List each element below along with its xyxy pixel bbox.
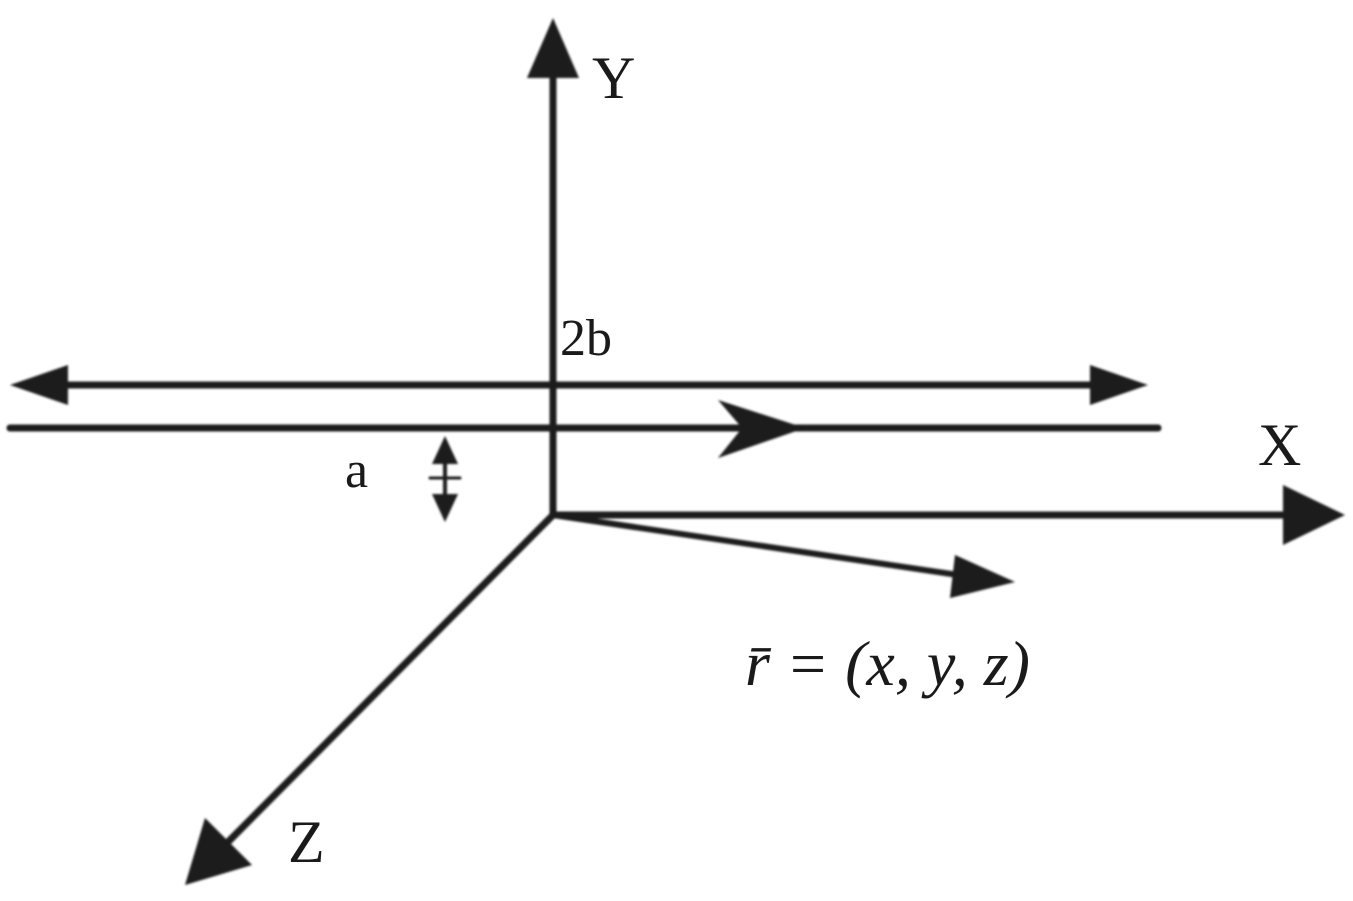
- x-axis-label: X: [1258, 412, 1301, 478]
- offset-arrow-up-head: [432, 436, 458, 464]
- separation-label: 2b: [560, 310, 612, 367]
- position-vector-line: [550, 512, 968, 579]
- z-axis-label: Z: [288, 809, 325, 875]
- x-axis-arrowhead: [1283, 485, 1345, 545]
- y-axis-arrowhead: [527, 18, 579, 78]
- z-axis-line: [221, 511, 557, 849]
- position-vector-label: r̄ = (x, y, z): [745, 628, 1030, 699]
- upper-line-left-arrowhead: [10, 365, 68, 405]
- y-axis-label: Y: [592, 45, 635, 111]
- offset-label: a: [345, 442, 368, 499]
- offset-arrow-down-head: [432, 494, 458, 522]
- z-axis-arrowhead: [185, 818, 252, 885]
- lower-line-mid-arrowhead: [718, 400, 805, 458]
- upper-line-right-arrowhead: [1090, 365, 1148, 405]
- position-vector-arrowhead: [950, 555, 1015, 598]
